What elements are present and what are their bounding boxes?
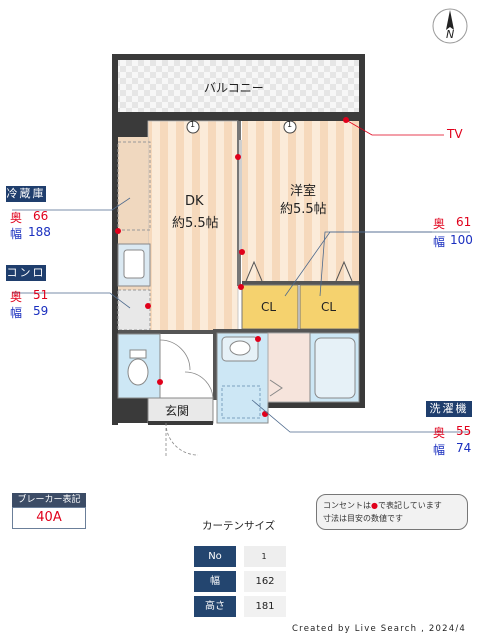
washer-callout-title: 洗濯機: [426, 401, 472, 417]
dk-floor: [148, 121, 238, 331]
curtain-marker-label-2: 1: [287, 120, 293, 129]
fridge-depth-value: 66: [33, 209, 49, 223]
fridge-width-value: 188: [28, 225, 51, 239]
washer-depth-value: 55: [456, 424, 472, 438]
washer-depth-label: 奥: [433, 426, 446, 440]
dk-size: 約5.5帖: [172, 216, 219, 231]
fridge-leader: [12, 197, 131, 211]
entrance-label: 玄関: [165, 404, 190, 418]
closet-label-2: CL: [321, 300, 337, 314]
western-floor: [242, 121, 359, 281]
curtain-row-label-no: No: [194, 546, 236, 567]
washer-width-value: 74: [456, 441, 472, 455]
tv-leader: [345, 119, 444, 136]
closet-depth-label: 奥: [433, 217, 446, 231]
fridge-space: [117, 141, 151, 231]
western-room-label: 洋室: [290, 184, 317, 199]
washer-leader: [251, 399, 470, 433]
fridge-width-label: 幅: [10, 227, 23, 241]
closet-width-value: 100: [450, 233, 473, 247]
balcony-label: バルコニー: [204, 81, 264, 95]
curtain-marker-label-1: 1: [190, 120, 196, 129]
stove-space: [117, 289, 151, 331]
stove-callout-title: コンロ: [6, 265, 46, 281]
closet-depth-value: 61: [456, 215, 472, 229]
stove-depth-label: 奥: [10, 290, 23, 304]
note-line2: 寸法は目安の数値です: [323, 514, 403, 523]
entrance-area: [147, 397, 214, 424]
curtain-marker-2: [283, 120, 297, 134]
closet-label-1: CL: [261, 300, 277, 314]
stove-leader: [12, 292, 131, 309]
outlet-dot-icon: ●: [371, 501, 378, 510]
western-room-size: 約5.5帖: [280, 202, 327, 217]
compass-icon: [432, 8, 468, 44]
note-line1-pre: コンセントは: [323, 501, 371, 510]
compass-label: N: [446, 28, 455, 41]
breaker-title: ブレーカー表記: [12, 493, 86, 507]
note-line1-post: で表記しています: [377, 501, 442, 510]
fridge-depth-label: 奥: [10, 211, 23, 225]
balcony-area: [112, 54, 365, 118]
breaker-value: 40A: [12, 507, 86, 529]
curtain-row-value-width: 162: [244, 571, 286, 592]
curtain-row-label-height: 高さ: [194, 596, 236, 617]
stove-width-value: 59: [33, 304, 49, 318]
tv-label: TV: [447, 127, 463, 141]
closet-leader-2: [319, 231, 432, 297]
stove-width-label: 幅: [10, 306, 23, 320]
outlet-note: コンセントは●で表記しています 寸法は目安の数値です: [316, 494, 468, 530]
fridge-callout-title: 冷蔵庫: [6, 186, 46, 202]
curtain-marker-1: [186, 120, 200, 134]
curtain-row-value-height: 181: [244, 596, 286, 617]
washer-width-label: 幅: [433, 443, 446, 457]
curtain-size-title: カーテンサイズ: [202, 520, 276, 532]
closet-left: [241, 284, 299, 330]
closet-width-label: 幅: [433, 235, 446, 249]
curtain-row-label-width: 幅: [194, 571, 236, 592]
dk-label: DK: [185, 194, 204, 209]
stove-depth-value: 51: [33, 288, 49, 302]
curtain-row-value-no: 1: [244, 546, 286, 567]
footer-credit: Created by Live Search , 2024/4: [292, 624, 466, 634]
